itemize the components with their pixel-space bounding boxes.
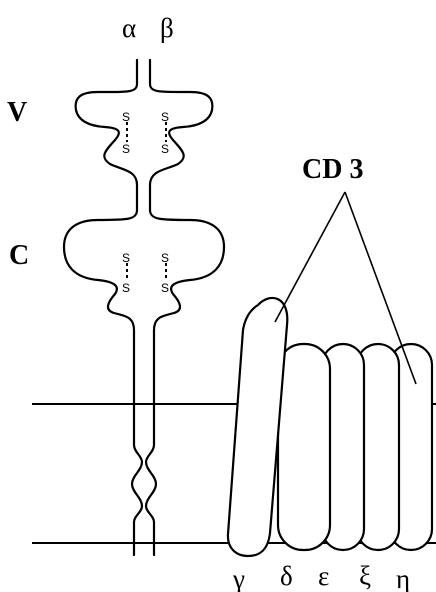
beta-c-sulfur-2: S	[161, 281, 169, 295]
alpha-chain-label: α	[122, 13, 136, 43]
constant-domain-label: C	[9, 240, 29, 271]
cd3-delta-subunit	[278, 344, 330, 550]
beta-c-sulfur-1: S	[161, 251, 169, 265]
delta-label: δ	[280, 561, 293, 591]
beta-v-sulfur-2: S	[161, 142, 169, 156]
eta-label: η	[396, 564, 410, 592]
alpha-v-sulfur-2: S	[122, 142, 130, 156]
cd3-pointer-gamma	[275, 192, 345, 322]
beta-v-sulfur-1: S	[161, 110, 169, 124]
alpha-c-sulfur-1: S	[122, 251, 130, 265]
cd3-label: CD 3	[302, 154, 363, 185]
xi-label: ξ	[359, 561, 371, 591]
variable-domain-label: V	[7, 97, 27, 128]
epsilon-label: ε	[318, 561, 329, 591]
alpha-c-sulfur-2: S	[122, 281, 130, 295]
beta-chain	[146, 60, 224, 555]
beta-chain-label: β	[160, 13, 174, 43]
alpha-chain	[64, 60, 142, 555]
alpha-v-sulfur-1: S	[122, 110, 130, 124]
gamma-label: γ	[232, 564, 245, 592]
